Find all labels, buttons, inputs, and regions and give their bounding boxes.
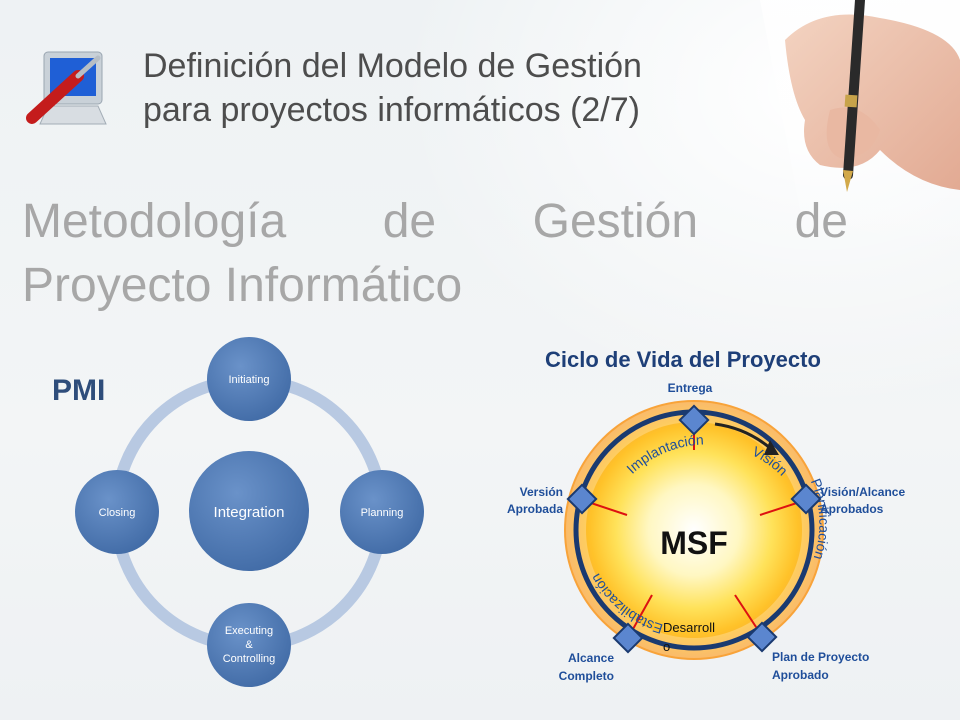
msf-phase-desarrollo-2: o xyxy=(663,639,670,654)
pmi-node-executing xyxy=(207,603,291,687)
milestone-diamond-plan-proyecto xyxy=(746,621,778,653)
milestone-alcance-completo-1: Alcance xyxy=(568,651,614,665)
pmi-node-integration xyxy=(189,451,309,571)
pmi-executing-label-3: Controlling xyxy=(223,653,276,665)
milestone-diamond-alcance-completo xyxy=(612,622,644,654)
msf-center-label: MSF xyxy=(660,525,728,561)
msf-phase-desarrollo-1: Desarroll xyxy=(663,620,715,635)
pmi-integration-label: Integration xyxy=(214,504,285,521)
milestone-version-aprobada-2: Aprobada xyxy=(507,502,563,516)
msf-sun xyxy=(564,400,824,660)
milestone-entrega: Entrega xyxy=(668,381,713,395)
milestone-vision-alcance-2: Aprobados xyxy=(820,502,884,516)
pmi-planning-label: Planning xyxy=(361,507,404,519)
milestone-plan-proyecto-1: Plan de Proyecto xyxy=(772,650,869,664)
heading-word-2: de xyxy=(382,195,437,248)
title-line-1: Definición del Modelo de Gestión xyxy=(143,47,642,85)
milestone-alcance-completo-2: Completo xyxy=(559,669,614,683)
pmi-initiating-label: Initiating xyxy=(229,374,270,386)
milestone-version-aprobada-1: Versión xyxy=(520,485,563,499)
msf-cycle-arrow xyxy=(714,422,771,450)
heading-word-4: de xyxy=(794,195,848,248)
milestone-diamond-version-aprobada xyxy=(566,483,598,515)
pmi-closing-label: Closing xyxy=(99,507,136,519)
milestone-diamond-vision-alcance xyxy=(790,483,822,515)
title-line-2: para proyectos informáticos (2/7) xyxy=(143,91,640,129)
heading-line-2: Proyecto Informático xyxy=(22,259,463,312)
milestone-diamond-entrega xyxy=(678,404,710,436)
pmi-node-planning xyxy=(340,470,424,554)
msf-title: Ciclo de Vida del Proyecto xyxy=(545,347,821,372)
pmi-executing-label-1: Executing xyxy=(225,625,273,637)
milestone-vision-alcance-1: Visión/Alcance xyxy=(820,485,905,499)
pmi-node-initiating xyxy=(207,337,291,421)
heading-word-1: Metodología xyxy=(22,195,287,248)
slide-heading: Metodología de Gestión de Proyecto Infor… xyxy=(22,190,848,318)
milestone-plan-proyecto-2: Aprobado xyxy=(772,668,829,682)
pmi-label: PMI xyxy=(52,374,106,407)
pmi-executing-label-2: & xyxy=(245,639,253,651)
pmi-node-closing xyxy=(75,470,159,554)
computer-tools-icon xyxy=(26,51,107,125)
heading-word-3: Gestión xyxy=(532,195,699,248)
slide-title: Definición del Modelo de Gestión para pr… xyxy=(143,44,763,132)
